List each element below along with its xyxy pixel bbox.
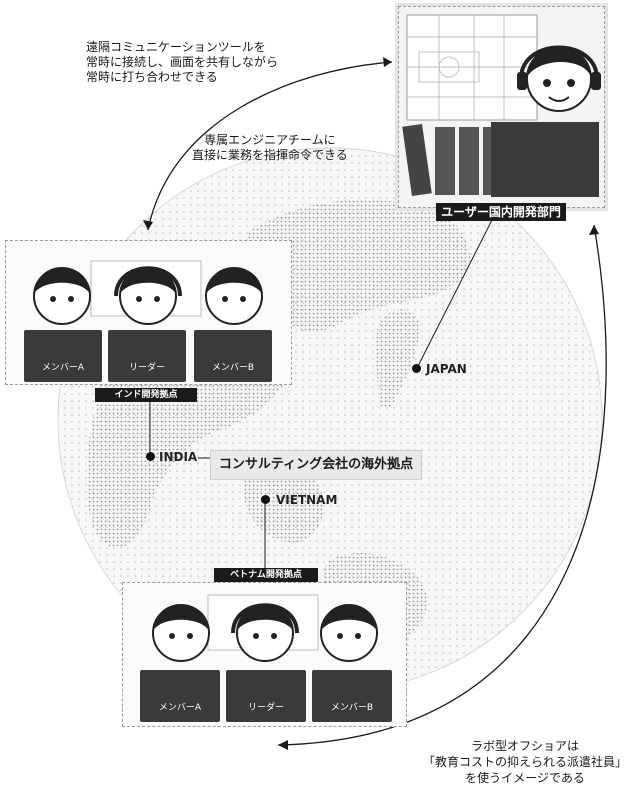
japan-panel	[398, 6, 605, 208]
annotation-line: 常時に打ち合わせできる	[86, 70, 218, 84]
laptop-label: メンバーB	[211, 363, 255, 373]
remote-tool-annotation: 遠隔コミュニケーションツールを 常時に接続し、画面を共有しながら 常時に打ち合わ…	[86, 40, 278, 85]
annotation-line: 常時に接続し、画面を共有しながら	[86, 55, 279, 69]
vietnam-member-b-laptop: メンバーB	[312, 670, 392, 722]
annotation-line: 直接に業務を指揮命令できる	[192, 148, 348, 162]
annotation-line: 専属エンジニアチームに	[204, 133, 336, 147]
vietnam-team-label: ベトナム開発拠点	[214, 568, 318, 582]
vietnam-team-scene	[152, 594, 378, 662]
laptop-label: メンバーB	[330, 703, 374, 713]
india-city-label: INDIA	[159, 450, 198, 464]
india-member-a-laptop: メンバーA	[24, 330, 102, 382]
vietnam-city-label: VIETNAM	[276, 493, 338, 507]
vietnam-leader-laptop: リーダー	[226, 670, 306, 722]
arrow-japan-vietnam	[277, 224, 607, 746]
annotation-line: 遠隔コミュニケーションツールを	[86, 40, 266, 54]
landmass-southeast	[243, 461, 324, 543]
vietnam-marker-dot	[261, 495, 270, 504]
japan-connector	[416, 219, 493, 369]
india-member-b-laptop: メンバーB	[194, 330, 272, 382]
laptop-label: メンバーA	[158, 703, 202, 713]
arrow-japan-india	[147, 61, 393, 231]
laptop-label: リーダー	[128, 363, 165, 373]
india-leader-laptop: リーダー	[108, 330, 186, 382]
lab-office-annotation: ラボ型オフショアは 「教育コストの抑えられる派遣社員」 を使うイメージである	[420, 738, 630, 786]
laptop-label: メンバーA	[41, 363, 85, 373]
consulting-office-label: コンサルティング会社の海外拠点	[210, 450, 422, 480]
japan-city-label: JAPAN	[426, 362, 467, 376]
india-team-label: インド開発拠点	[95, 388, 197, 402]
annotation-line: を使うイメージである	[465, 771, 585, 785]
india-marker-dot	[146, 452, 155, 461]
japan-team-label: ユーザー国内開発部門	[436, 203, 566, 221]
landmass-north	[248, 199, 470, 333]
japan-marker-dot	[412, 364, 421, 373]
direct-command-annotation: 専属エンジニアチームに 直接に業務を指揮命令できる	[192, 133, 348, 163]
annotation-line: 「教育コストの抑えられる派遣社員」	[422, 755, 627, 769]
japan-office-scene	[402, 14, 601, 197]
annotation-line: ラボ型オフショアは	[470, 739, 579, 753]
vietnam-member-a-laptop: メンバーA	[140, 670, 220, 722]
landmass-japan	[375, 309, 420, 409]
laptop-label: リーダー	[247, 703, 284, 713]
india-team-scene	[33, 260, 263, 325]
